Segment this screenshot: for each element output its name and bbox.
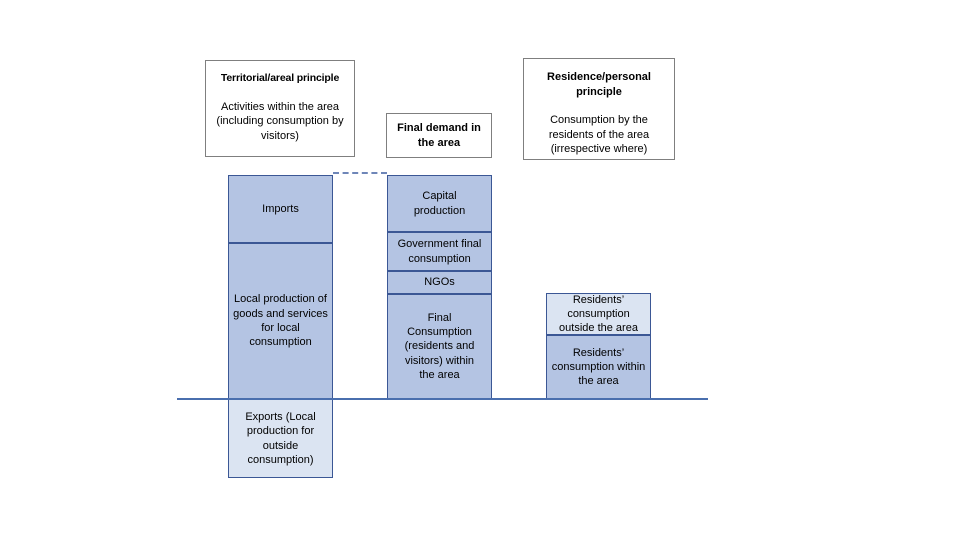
segment-imports-label: Imports — [262, 202, 299, 215]
dashed-connector-line — [333, 172, 387, 174]
segment-imports: Imports — [228, 175, 333, 243]
segment-ngos: NGOs — [387, 271, 492, 294]
segment-residents-within: Residents’ consumption within the area — [546, 335, 651, 399]
header-final-demand: Final demand in the area — [386, 113, 492, 158]
segment-local-production-label: Local production of goods and services f… — [233, 293, 328, 349]
segment-government-consumption: Government final consumption — [387, 232, 492, 271]
segment-local-production: Local production of goods and services f… — [228, 243, 333, 399]
header-territorial-title: Territorial/areal principle — [220, 72, 340, 84]
segment-capital-production: Capital production — [387, 175, 492, 232]
header-residence-body: Consumption by the residents of the area… — [548, 114, 650, 156]
header-final-demand-title: Final demand in the area — [397, 121, 481, 149]
segment-residents-outside-label: Residents’ consumption outside the area — [559, 293, 638, 335]
segment-exports-label: Exports (Local production for outside co… — [245, 410, 316, 466]
header-territorial-principle: Territorial/areal principle Activities w… — [205, 60, 355, 157]
segment-final-consumption-label: Final Consumption (residents and visitor… — [404, 311, 475, 381]
segment-government-consumption-label: Government final consumption — [397, 238, 482, 265]
header-residence-title: Residence/personal principle — [547, 71, 651, 98]
segment-final-consumption: Final Consumption (residents and visitor… — [387, 294, 492, 399]
baseline-axis-line — [177, 398, 708, 401]
segment-residents-outside: Residents’ consumption outside the area — [546, 293, 651, 335]
segment-residents-within-label: Residents’ consumption within the area — [551, 346, 646, 388]
segment-ngos-label: NGOs — [424, 276, 455, 289]
header-residence-principle: Residence/personal principle Consumption… — [523, 58, 675, 160]
segment-exports: Exports (Local production for outside co… — [228, 399, 333, 478]
header-territorial-body: Activities within the area (including co… — [216, 100, 344, 142]
segment-capital-production-label: Capital production — [413, 190, 466, 217]
